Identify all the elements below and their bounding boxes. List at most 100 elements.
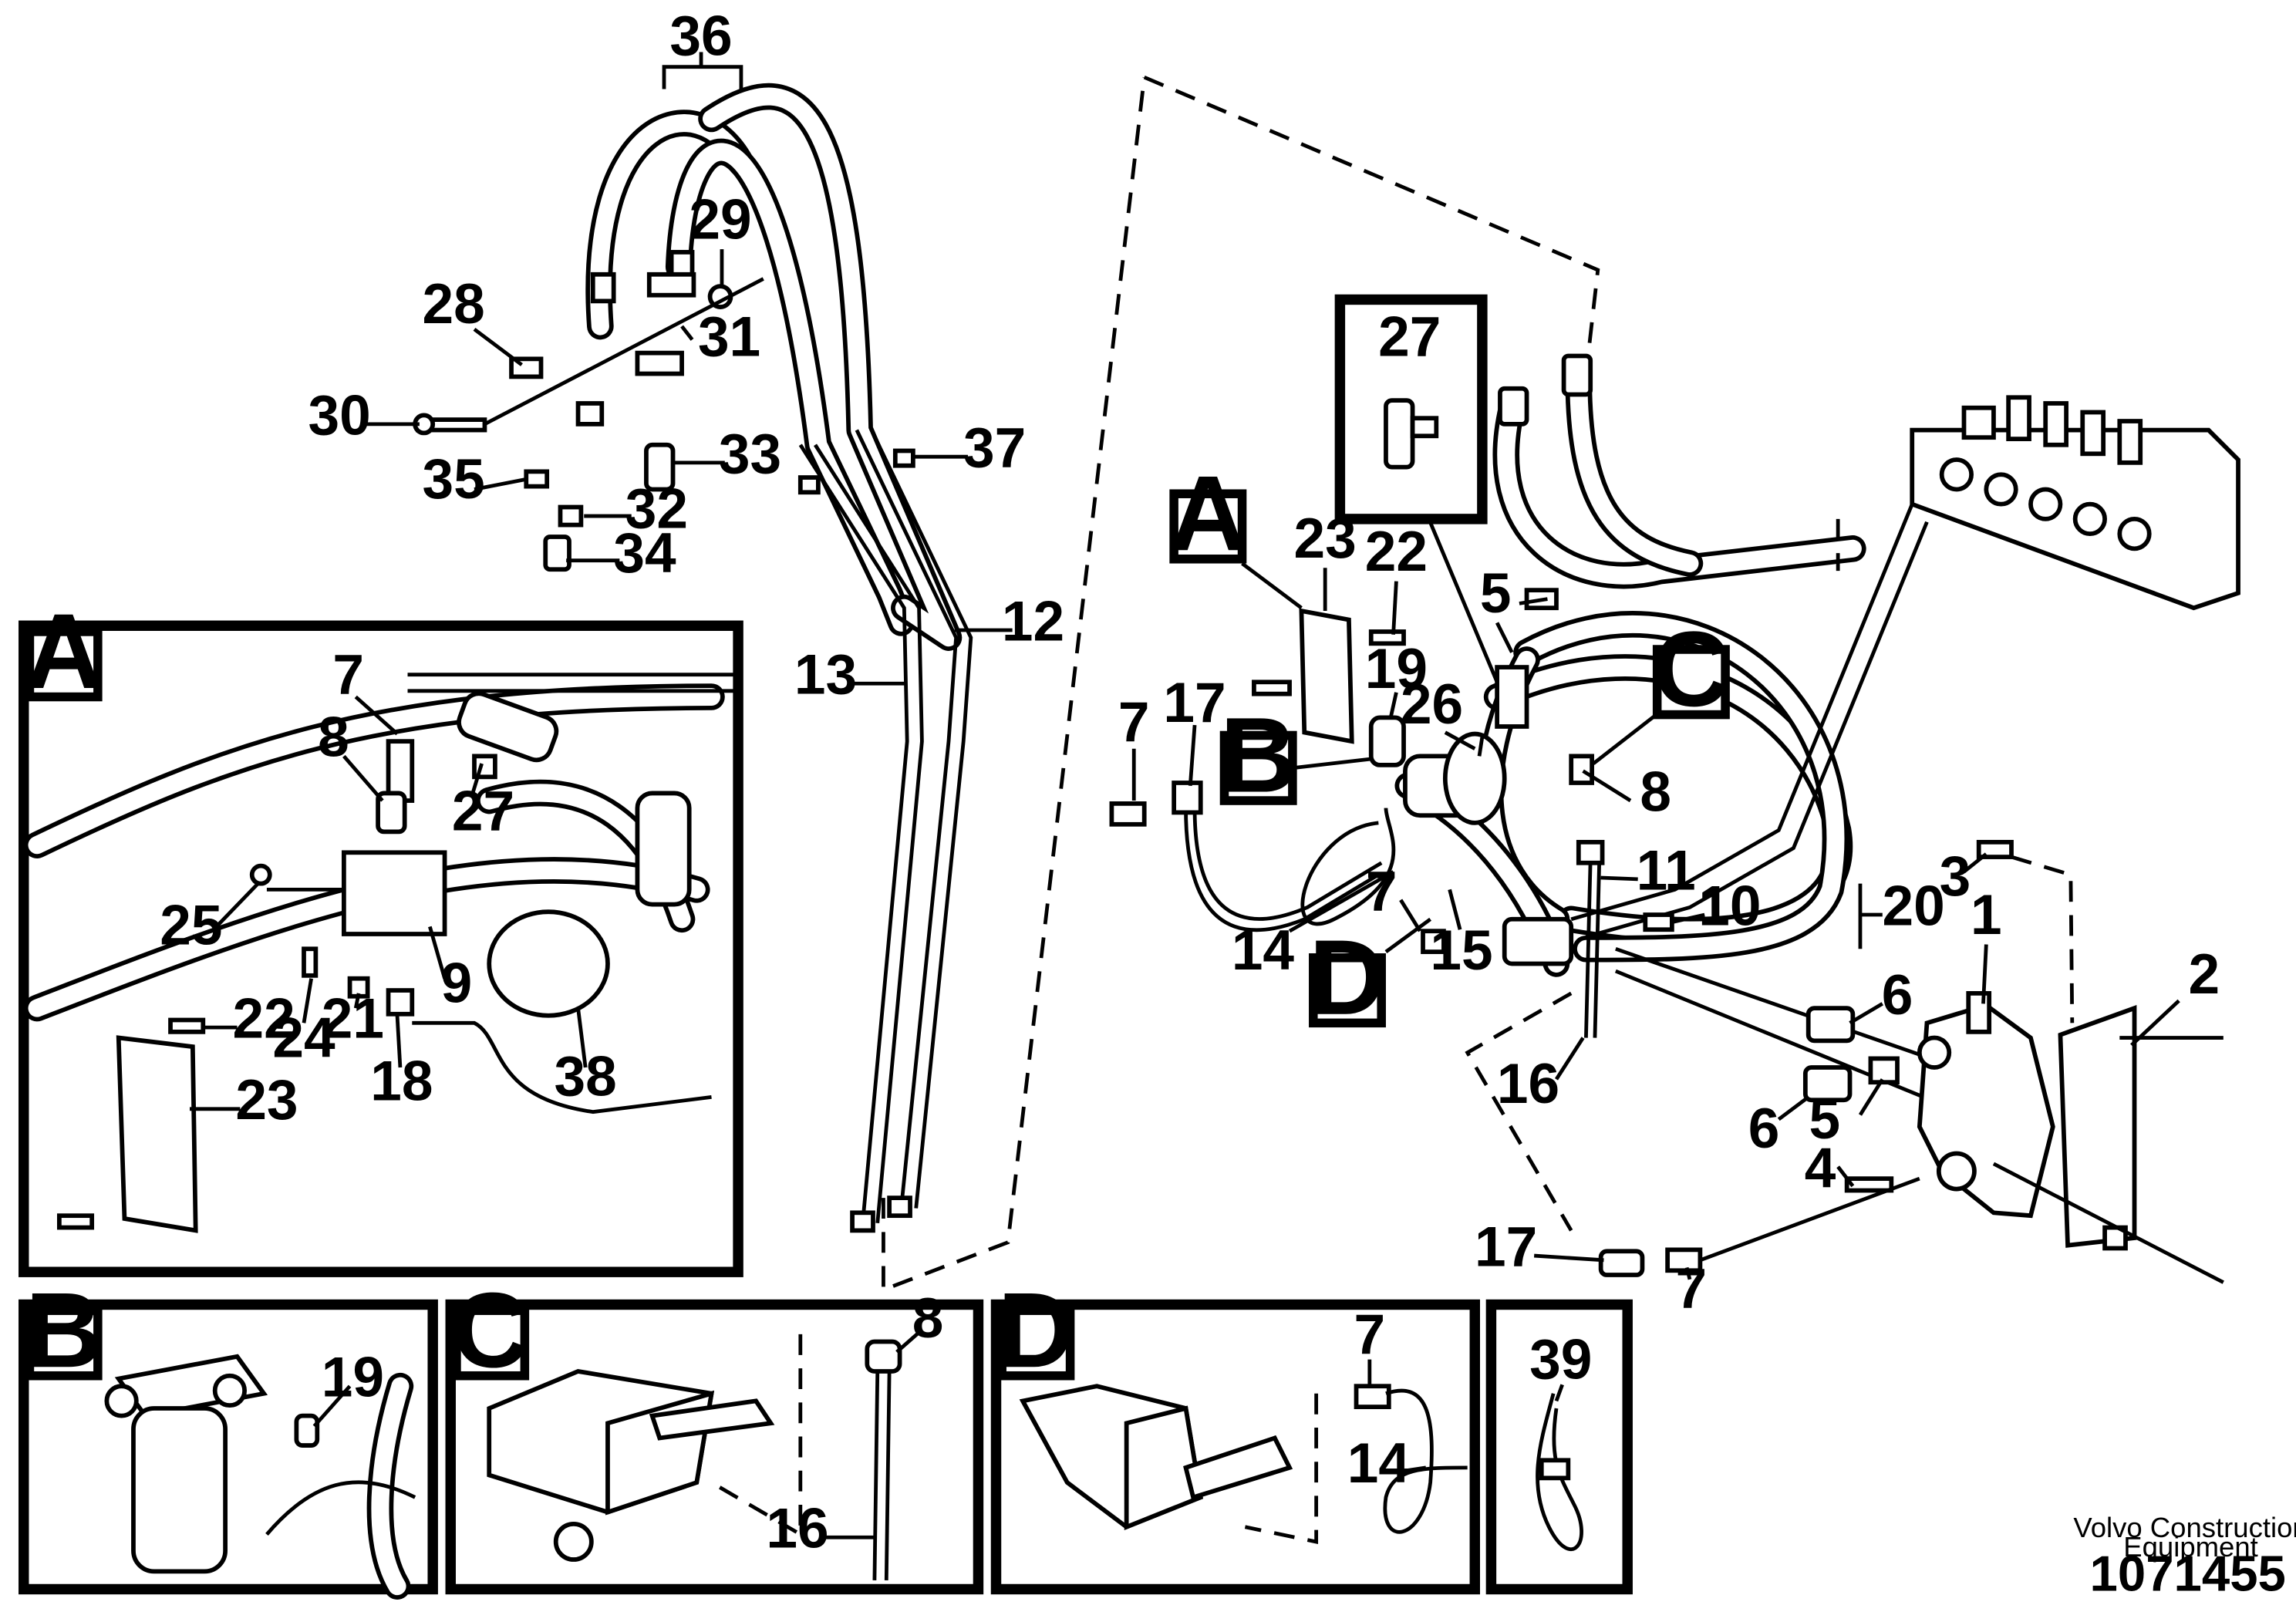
dashed-boundary <box>1244 1393 1319 1544</box>
valve-lever <box>2006 395 2031 441</box>
panel-c-label: C <box>452 1271 529 1390</box>
valve-lever <box>2043 401 2068 447</box>
footer: Volvo Construction Equipment 1071455 <box>2073 1512 2296 1601</box>
hose-fitting <box>590 271 616 304</box>
clamp <box>635 350 684 376</box>
adapter <box>1421 929 1446 954</box>
callout-16: 16 <box>1497 1053 1559 1115</box>
port <box>553 1522 594 1562</box>
dashed-boundary <box>1143 75 1600 401</box>
callout-30: 30 <box>308 384 371 447</box>
detail-panel-a <box>19 620 743 1277</box>
elbow-fitting <box>1172 781 1203 815</box>
callout-34: 34 <box>613 522 676 585</box>
brand-line-1: Volvo Construction <box>2073 1512 2296 1543</box>
quick-coupling <box>1805 1006 1856 1044</box>
valve-port <box>2117 517 2152 551</box>
callout-27-a: 27 <box>452 780 514 842</box>
callout-31: 31 <box>698 305 760 368</box>
callout-7-bottom: 7 <box>1676 1257 1708 1320</box>
callout-5-bottom: 5 <box>1809 1088 1841 1151</box>
valve-port <box>1936 1151 1977 1192</box>
callout-b-label: B <box>1220 696 1297 815</box>
detail-panel-d <box>990 1299 1481 1595</box>
callout-20: 20 <box>1883 875 1945 937</box>
port <box>1410 416 1439 439</box>
cable-tie <box>1539 1458 1571 1481</box>
callout-12: 12 <box>1002 590 1064 653</box>
callout-18: 18 <box>370 1050 433 1112</box>
mounting-plate <box>1299 608 1354 744</box>
label-tag <box>524 469 550 489</box>
filter-canister <box>131 1406 228 1574</box>
callout-6-bottom: 6 <box>1748 1098 1780 1160</box>
bolt <box>1368 629 1406 646</box>
callout-32: 32 <box>625 477 688 540</box>
filter-bowl <box>1442 731 1507 825</box>
hose-coupling <box>635 791 692 907</box>
valve-port <box>1984 472 2018 507</box>
elbow-fitting <box>294 1413 320 1448</box>
hose-end-fitting <box>850 1210 875 1233</box>
valve-lever <box>2117 419 2143 465</box>
callout-19: 19 <box>1365 638 1428 700</box>
bolt <box>1976 839 2014 859</box>
dashed-boundary <box>1465 991 1573 1232</box>
fitting <box>1576 839 1605 865</box>
detail-panel-39 <box>1485 1299 1633 1595</box>
hose-end-fitting <box>887 1195 912 1219</box>
hose-marker <box>892 448 915 468</box>
elbow-fitting <box>376 791 407 835</box>
callout-16-c: 16 <box>766 1498 828 1560</box>
detail-panel-b <box>19 1299 438 1600</box>
dust-cap <box>644 442 676 492</box>
detail-letter-labels: A B C D A B C D <box>25 454 1730 1390</box>
port <box>104 1384 139 1418</box>
panel-a-label: A <box>25 592 103 711</box>
callout-14-d: 14 <box>1347 1432 1411 1495</box>
callout-15: 15 <box>1430 919 1492 982</box>
control-valve-bank <box>1910 395 2240 611</box>
adapter <box>1109 801 1147 827</box>
callout-37: 37 <box>963 417 1026 480</box>
panel-d-label: D <box>997 1271 1074 1390</box>
valve-spool <box>1966 991 1992 1034</box>
callout-7-mid: 7 <box>1366 860 1397 922</box>
callout-22-a: 22 <box>232 988 295 1050</box>
hose-fitting <box>1498 386 1529 427</box>
part-callouts: 36 29 28 31 30 33 35 32 34 37 12 13 7 8 … <box>160 5 2220 1560</box>
callout-14: 14 <box>1232 919 1295 982</box>
brand-line-2: Equipment <box>2123 1531 2258 1563</box>
callout-38: 38 <box>555 1046 617 1108</box>
callout-21: 21 <box>322 988 384 1050</box>
valve-lever <box>1961 405 1996 440</box>
valve-port <box>1917 1035 1952 1070</box>
bolt <box>1844 1176 1894 1193</box>
bolt <box>302 946 319 978</box>
callout-17-top: 17 <box>1163 672 1226 734</box>
elbow-fitting <box>1569 754 1594 785</box>
inset-panel-27 <box>1334 294 1499 683</box>
callout-1: 1 <box>1971 884 2002 946</box>
callout-a-label: A <box>1169 454 1246 573</box>
plug <box>543 534 571 572</box>
valve-lever <box>2080 410 2106 457</box>
quick-coupling <box>1802 1065 1853 1103</box>
callout-3: 3 <box>1940 845 1971 908</box>
nipple <box>558 504 584 528</box>
callout-24: 24 <box>272 1007 335 1070</box>
adapter <box>1354 1384 1391 1409</box>
callout-39: 39 <box>1529 1329 1592 1391</box>
callout-36: 36 <box>669 5 732 67</box>
callout-22: 22 <box>1365 521 1428 583</box>
callout-17-bottom: 17 <box>1475 1216 1537 1279</box>
valve-port <box>2028 487 2063 521</box>
mounting-plate <box>116 1035 198 1233</box>
hose-fitting <box>1561 353 1593 397</box>
clamp <box>646 271 696 298</box>
callout-c-label: C <box>1653 610 1730 729</box>
callout-5-top: 5 <box>1480 562 1512 625</box>
callout-9: 9 <box>441 952 473 1014</box>
tee-fitting <box>1384 398 1415 470</box>
